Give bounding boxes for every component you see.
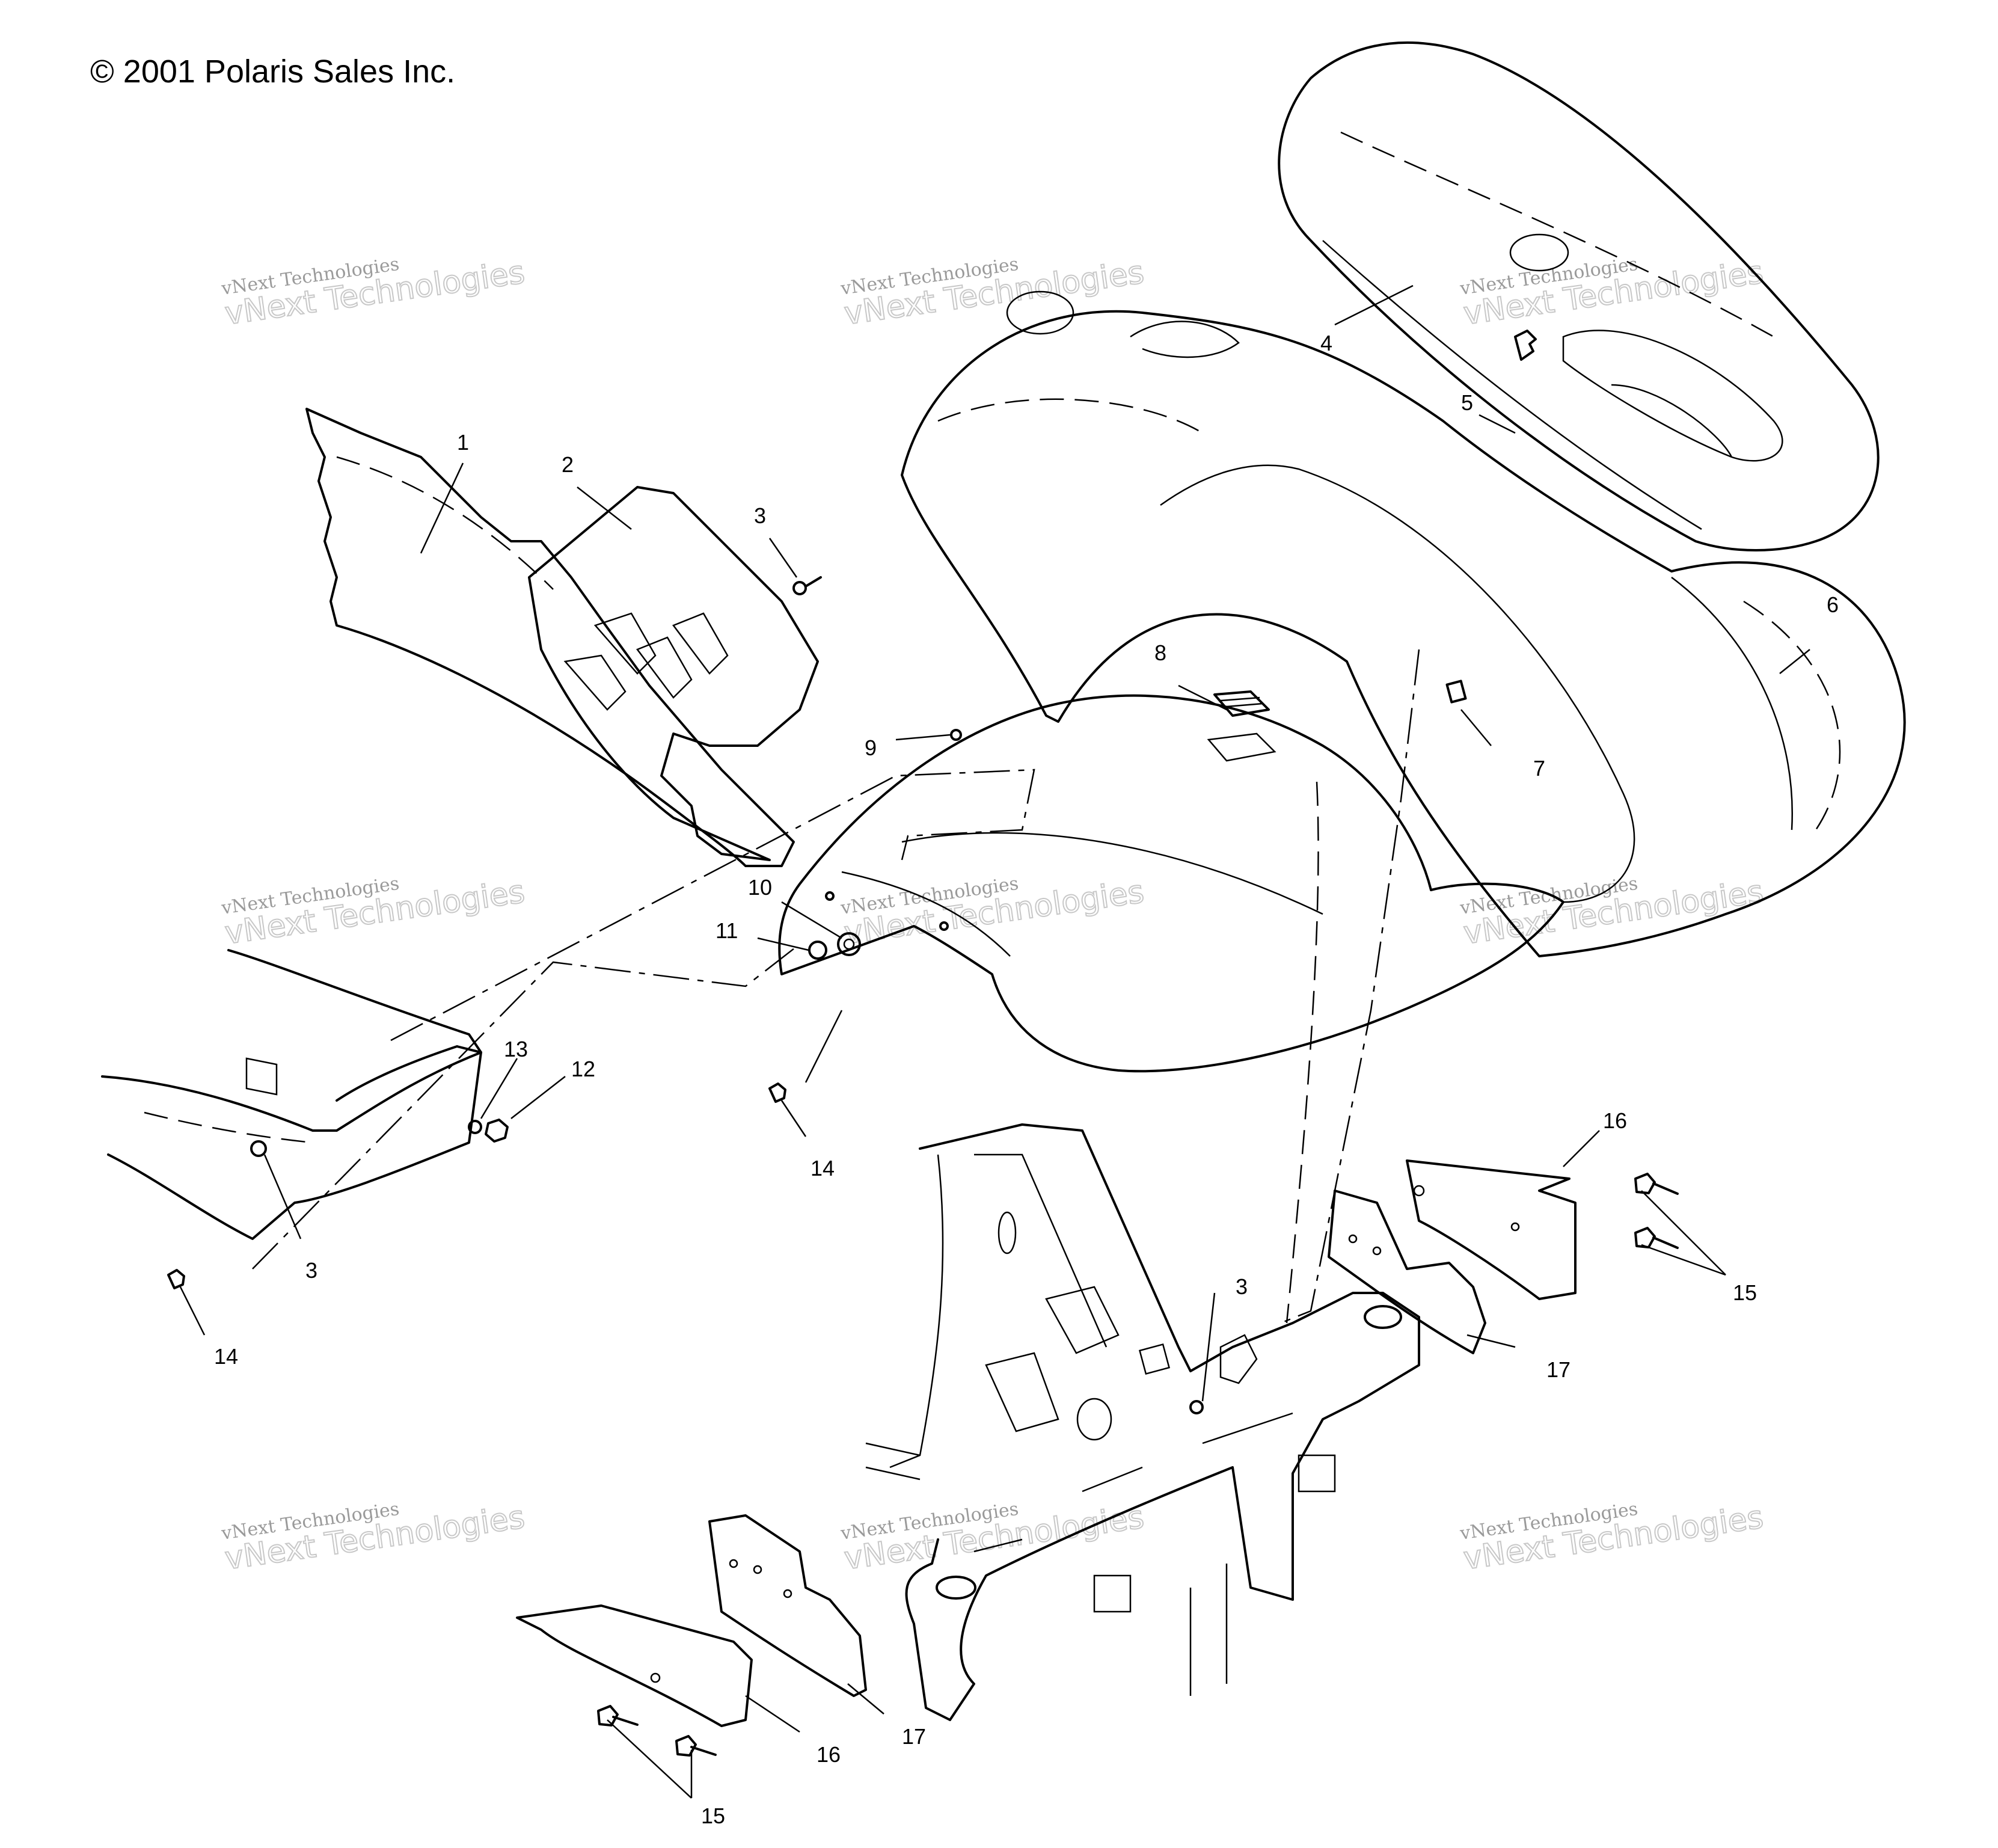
callout-14b: 14 [214, 1344, 238, 1369]
part-14-push-pins [167, 1082, 786, 1289]
leader-lines [179, 284, 1810, 1799]
callout-6: 6 [1827, 592, 1839, 617]
part-5-clip [1514, 330, 1537, 361]
part-16-bracket-right [1406, 1159, 1577, 1300]
part-1-left-footwell [305, 408, 795, 867]
callout-13: 13 [504, 1037, 528, 1061]
part-12-13-nut-washer [468, 1119, 509, 1143]
part-2-footrest [528, 486, 819, 861]
frame [865, 1123, 1420, 1721]
callout-15b: 15 [701, 1803, 725, 1828]
callout-4: 4 [1320, 331, 1332, 355]
part-4-rear-cover [1278, 41, 1880, 551]
callout-5: 5 [1461, 390, 1473, 415]
part-15-bolts [597, 1173, 1679, 1757]
part-6-rear-fender [901, 290, 1906, 957]
part-3-screws [250, 576, 1204, 1414]
copyright-notice: © 2001 Polaris Sales Inc. [90, 54, 456, 90]
part-7-clip [1445, 680, 1467, 704]
callout-3b: 3 [305, 1258, 317, 1283]
callout-16a: 16 [1603, 1108, 1627, 1133]
callout-10: 10 [748, 875, 772, 900]
part-16-bracket-left [516, 1604, 753, 1727]
callout-15a: 15 [1733, 1280, 1757, 1305]
left-footwell-lower [101, 949, 482, 1240]
callout-9: 9 [865, 735, 877, 760]
assembly-lines [252, 649, 1420, 1324]
callout-numbers: 1 2 3 4 5 6 7 8 9 10 11 12 13 14 14 15 1… [214, 331, 1839, 1828]
front-fender [778, 694, 1564, 1073]
part-8-vent [1207, 690, 1276, 762]
callout-3: 3 [754, 503, 766, 528]
part-9-screw [950, 729, 962, 741]
part-17-plate-right [1328, 1190, 1486, 1354]
callout-2: 2 [562, 452, 574, 477]
callout-14a: 14 [811, 1156, 835, 1180]
callout-11: 11 [716, 918, 738, 943]
callout-1: 1 [457, 430, 469, 455]
callout-3c: 3 [1236, 1274, 1248, 1299]
part-17-plate-left [708, 1514, 867, 1697]
callout-17b: 17 [902, 1724, 926, 1749]
callout-16b: 16 [817, 1742, 841, 1767]
callout-17a: 17 [1546, 1357, 1571, 1382]
part-10-11-washers [808, 932, 861, 960]
callout-12: 12 [571, 1057, 595, 1081]
callout-7: 7 [1533, 756, 1545, 781]
callout-8: 8 [1154, 640, 1166, 665]
